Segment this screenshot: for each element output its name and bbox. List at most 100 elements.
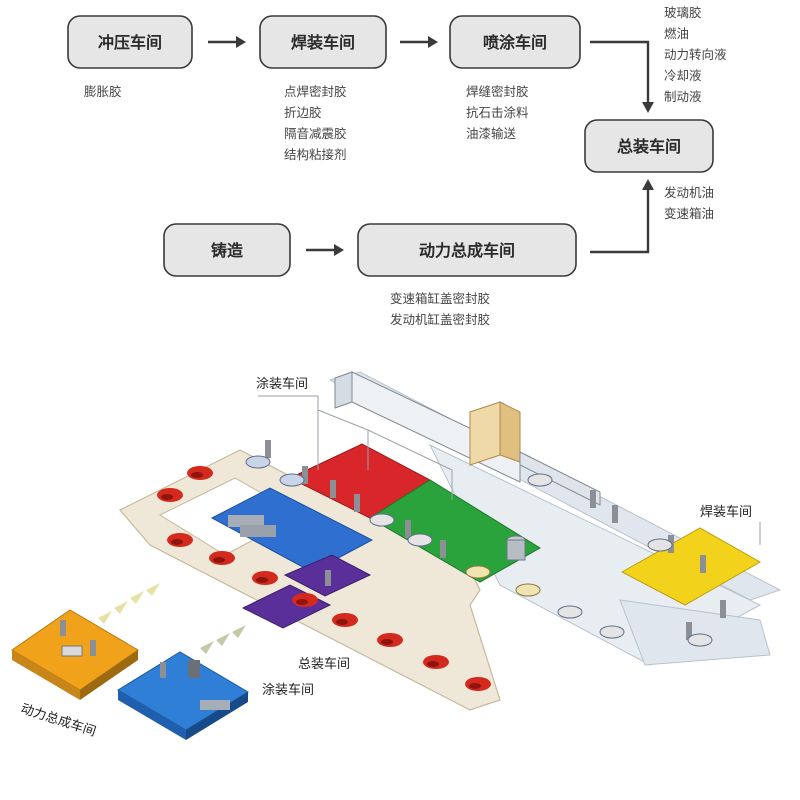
material-item: 发动机油 (664, 185, 714, 200)
welding-shop-label: 焊装车间 (700, 504, 752, 520)
powertrain-box (357, 223, 577, 277)
illustration-shape (216, 633, 230, 646)
casting-box (163, 223, 291, 277)
illustration-shape (302, 466, 308, 484)
illustration-shape (336, 619, 348, 625)
arrow-head (236, 36, 246, 48)
material-item: 折边胶 (284, 105, 322, 120)
car (252, 571, 278, 585)
illustration-shape (354, 494, 360, 512)
illustration-shape (296, 599, 308, 605)
paint-label-leader (258, 395, 453, 500)
assembly-shop-label: 总装车间 (298, 656, 350, 672)
car (377, 633, 403, 647)
illustration-shape (98, 611, 112, 624)
illustration-shape (557, 605, 583, 619)
illustration-shape (228, 515, 264, 527)
illustration-shape (700, 555, 706, 573)
paint-zone-blue (210, 487, 374, 573)
illustration-shape (720, 600, 726, 618)
illustration-shape (12, 650, 80, 700)
casting-label: 铸造 (211, 241, 244, 260)
illustration-shape (440, 540, 446, 558)
illustration-shape (258, 395, 319, 470)
material-item: 抗石击涂料 (466, 105, 529, 120)
illustration-shape (256, 577, 268, 583)
car (157, 488, 183, 502)
illustration-shape (265, 440, 271, 458)
materials-welding: 点焊密封胶 折边胶 隔音减震胶 结构粘接剂 (284, 84, 347, 162)
illustration-shape (367, 429, 453, 500)
illustration-shape (90, 640, 96, 656)
illustration-shape (687, 633, 713, 647)
illustration-shape (647, 538, 673, 552)
materials-assembly-right: 发动机油 变速箱油 (664, 185, 714, 221)
illustration-shape (171, 539, 183, 545)
material-item: 油漆输送 (466, 126, 517, 141)
flow-arrows (208, 36, 654, 256)
car (187, 466, 213, 480)
illustration-shape (191, 472, 203, 478)
illustration-shape (279, 473, 305, 487)
illustration-shape (686, 622, 692, 640)
illustration-shape (130, 591, 144, 604)
return-track (619, 599, 771, 666)
illustration-shape (407, 533, 433, 547)
paint-shop-label-bottom: 涂装车间 (262, 682, 314, 698)
welding-box (259, 15, 387, 69)
arrow-head (334, 244, 344, 256)
material-item: 发动机缸盖密封胶 (390, 312, 490, 327)
car (209, 551, 235, 565)
material-item: 膨胀胶 (84, 84, 122, 99)
painting-box (449, 15, 581, 69)
illustration-shape (527, 473, 553, 487)
illustration-shape (405, 520, 411, 538)
assembly-box (584, 119, 714, 173)
illustration-shape (186, 692, 248, 740)
illustration-shape (188, 660, 200, 678)
arrow-head (642, 179, 654, 190)
powertrain-shop-label: 动力总成车间 (19, 701, 98, 740)
illustration-shape (330, 480, 336, 498)
illustration-shape (200, 641, 214, 654)
materials-painting: 焊缝密封胶 抗石击涂料 油漆输送 (466, 84, 529, 141)
illustration-shape (465, 565, 491, 579)
material-item: 点焊密封胶 (284, 84, 347, 99)
material-item: 变速箱油 (664, 206, 714, 221)
illustration-shape (499, 401, 521, 463)
illustration-shape (200, 700, 230, 710)
illustration-shape (515, 583, 541, 597)
plant-illustration: 涂装车间 焊装车间 总装车间 涂装车间 动力总成车间 (11, 371, 782, 740)
arrow-powertrain-assembly (590, 190, 650, 254)
illustration-shape (334, 371, 353, 409)
illustration-shape (161, 494, 173, 500)
car (423, 655, 449, 669)
illustration-shape (146, 583, 160, 596)
illustration-shape (80, 650, 138, 700)
illustration-shape (381, 639, 393, 645)
illustration-shape (612, 505, 618, 523)
illustration-shape (245, 455, 271, 469)
assembly-label: 总装车间 (617, 137, 681, 156)
material-item: 隔音减震胶 (284, 126, 347, 141)
illustration-shape (427, 661, 439, 667)
illustration-shape (60, 620, 66, 636)
car-row (157, 466, 491, 691)
painting-label: 喷涂车间 (483, 33, 547, 52)
material-item: 冷却液 (664, 68, 702, 83)
materials-stamping: 膨胀胶 (84, 84, 122, 99)
illustration-shape (213, 557, 225, 563)
car (465, 677, 491, 691)
powertrain-label: 动力总成车间 (419, 241, 515, 260)
illustration-shape (160, 662, 166, 678)
car (167, 533, 193, 547)
paint-shop-label-top: 涂装车间 (256, 376, 308, 392)
feed-arrows (98, 583, 246, 654)
illustration-shape (519, 451, 601, 506)
illustration-shape (61, 645, 83, 657)
material-item: 动力转向液 (664, 47, 727, 62)
arrow-head (642, 102, 654, 113)
powertrain-module (11, 609, 139, 700)
